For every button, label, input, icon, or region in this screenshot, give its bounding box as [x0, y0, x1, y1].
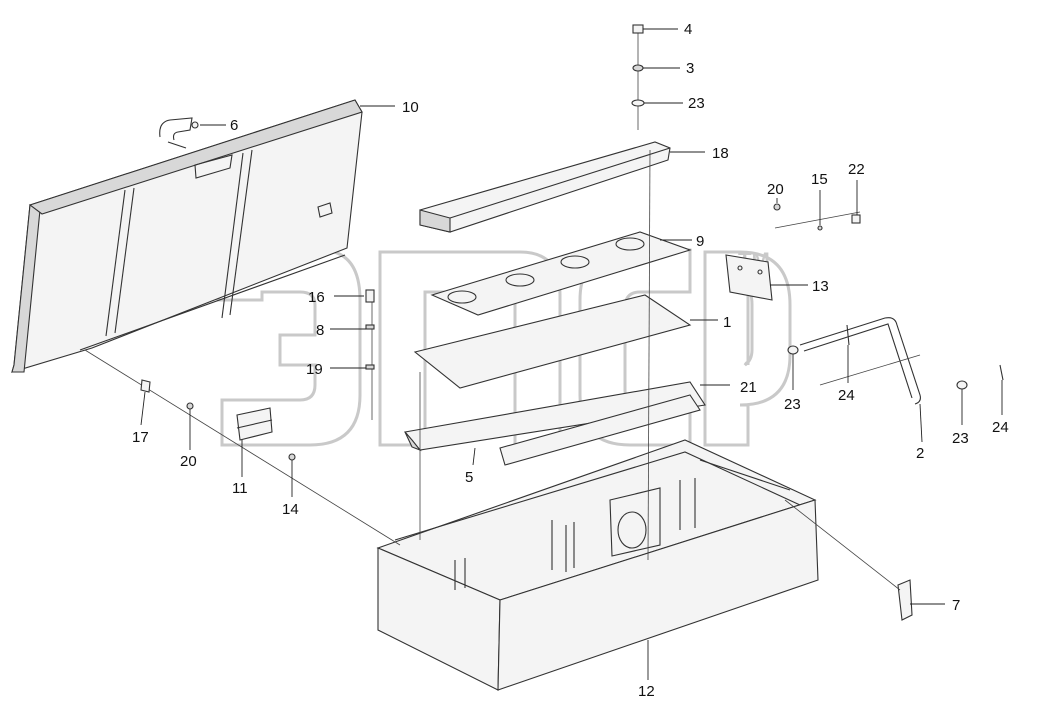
pin-part-24a: [846, 324, 850, 346]
callout-7: 7: [952, 597, 960, 614]
washer-part-23a: [631, 99, 645, 107]
nut-part-14: [288, 453, 296, 461]
callout-15: 15: [811, 171, 828, 188]
bolt-part-16: [365, 289, 375, 303]
washer-part-19: [365, 364, 375, 370]
callout-8: 8: [316, 322, 324, 339]
callout-2: 2: [916, 445, 924, 462]
rod-part-2: [799, 317, 921, 405]
washer-part-20a: [773, 203, 781, 211]
lid-handle-part-6: [159, 117, 199, 149]
callout-24: 24: [838, 387, 855, 404]
angle-bracket-part-21: [403, 381, 706, 452]
bolt-part-22: [851, 214, 861, 224]
callout-3: 3: [686, 60, 694, 77]
bolt-part-17: [140, 379, 151, 393]
callout-4: 4: [684, 21, 692, 38]
callout-18: 18: [712, 145, 729, 162]
top-strip-part-18: [419, 141, 671, 233]
washer-part-20b: [186, 402, 194, 410]
fasteners: [140, 24, 1004, 461]
callout-23: 23: [952, 430, 969, 447]
callout-13: 13: [812, 278, 829, 295]
lid-part-10: [11, 99, 363, 373]
washer-part-23b: [787, 345, 799, 355]
callout-11: 11: [232, 480, 248, 497]
bracket-plate-part-5: [499, 394, 701, 466]
callout-22: 22: [848, 161, 865, 178]
nut-part-4: [632, 24, 644, 34]
bracket-part-13: [725, 254, 773, 301]
washer-part-15: [817, 225, 823, 231]
callout-19: 19: [306, 361, 323, 378]
assembly-axes: [84, 30, 921, 591]
main-box-part-12: [376, 439, 819, 691]
callout-23: 23: [688, 95, 705, 112]
callout-1: 1: [723, 314, 731, 331]
washer-part-3: [632, 64, 644, 72]
callout-20: 20: [767, 181, 784, 198]
leader-lines: [140, 28, 1003, 680]
callout-10: 10: [402, 99, 419, 116]
washer-part-8: [365, 324, 375, 330]
callout-23: 23: [784, 396, 801, 413]
callout-17: 17: [132, 429, 149, 446]
perforated-plate-part-9: [430, 231, 692, 316]
callout-9: 9: [696, 233, 704, 250]
callout-21: 21: [740, 379, 757, 396]
pin-part-24b: [999, 364, 1004, 381]
callout-6: 6: [230, 117, 238, 134]
callout-24: 24: [992, 419, 1009, 436]
callout-14: 14: [282, 501, 299, 518]
latch-part-7: [897, 579, 913, 621]
callout-16: 16: [308, 289, 325, 306]
callout-20: 20: [180, 453, 197, 470]
callout-labels: 4 3 23 10 6 18 20 15 22 9 13 16 8 1 19 2…: [132, 21, 1009, 700]
washer-part-23c: [956, 380, 968, 390]
flat-sheet-part-1: [413, 294, 692, 389]
hinge-part-11: [236, 407, 273, 441]
callout-5: 5: [465, 469, 473, 486]
callout-12: 12: [638, 683, 655, 700]
